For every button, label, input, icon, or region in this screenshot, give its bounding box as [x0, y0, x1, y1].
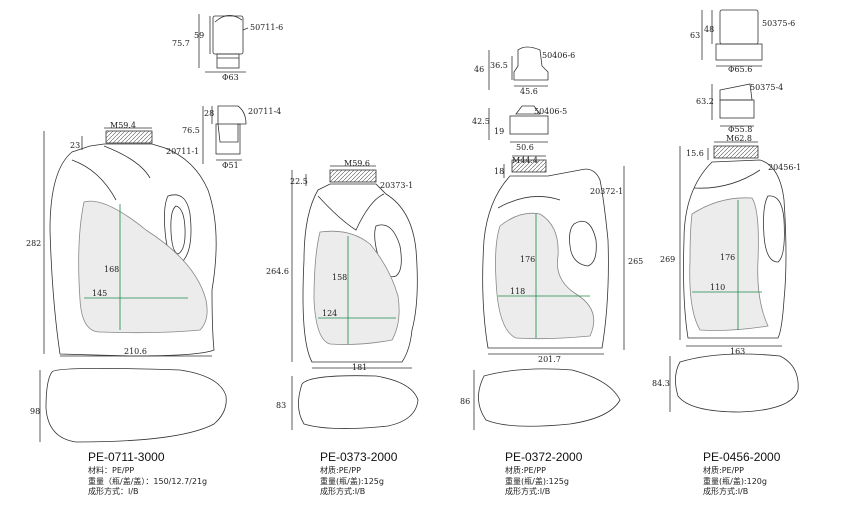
p1-cap1-h1: 75.7 — [172, 39, 190, 48]
p1-cap2-h1: 76.5 — [182, 126, 200, 135]
p1-width: 210.6 — [124, 347, 147, 356]
product-1-cap-top — [198, 14, 249, 73]
p1-cap1-dia: Φ63 — [222, 73, 239, 82]
p1-body-id: 20711-1 — [166, 147, 199, 156]
p4-body-id: 20456-1 — [768, 163, 801, 172]
product-3-top-view — [478, 368, 621, 427]
p1-neck-label: M59.4 — [110, 121, 136, 130]
p2-body-id: 20373-1 — [380, 181, 413, 190]
p4-cap1-dia: Φ65.6 — [728, 65, 752, 74]
p2-height: 264.6 — [266, 267, 289, 276]
p1-material: 材料：PE/PP — [88, 466, 135, 475]
p3-depth: 86 — [460, 397, 470, 406]
p3-cap2-h2: 19 — [494, 127, 504, 136]
p4-weight: 重量(瓶/盖):120g — [703, 476, 767, 486]
p2-width: 181 — [352, 363, 367, 372]
p1-weight: 重量（瓶/盖/盖）：150/12.7/21g — [88, 476, 208, 486]
product-1-bottle — [43, 127, 217, 357]
p3-cap1-h2: 36.5 — [490, 61, 508, 70]
p2-depth: 83 — [276, 401, 286, 410]
p2-label-h: 158 — [332, 273, 347, 282]
p4-width: 163 — [730, 347, 745, 356]
p4-cap1-code: 50375-6 — [762, 19, 795, 28]
product-2-top-view — [298, 375, 419, 429]
p3-cap1-code: 50406-6 — [542, 51, 575, 60]
p4-code: PE-0456-2000 — [703, 450, 781, 464]
p3-body-id: 20372-1 — [590, 187, 623, 196]
product-1-cap-measuring — [202, 105, 247, 164]
p3-cap1-h1: 46 — [474, 65, 484, 74]
p1-label-h: 168 — [104, 265, 119, 274]
p4-label-h: 176 — [720, 253, 735, 262]
p2-neck-label: M59.6 — [344, 159, 370, 168]
p3-cap1-dia: 45.6 — [520, 87, 538, 96]
p3-cap2-code: 50406-5 — [534, 107, 567, 116]
p3-spec: 材质:PE/PP 重量(瓶/盖):125g 成形方式:I/B — [505, 466, 569, 498]
p1-cap2-code: 20711-4 — [248, 107, 281, 116]
p3-cap2-h1: 42.5 — [472, 117, 490, 126]
p4-material: 材质:PE/PP — [703, 466, 744, 475]
p4-neck-h: 15.6 — [686, 149, 704, 158]
p4-spec: 材质:PE/PP 重量(瓶/盖):120g 成形方式:I/B — [703, 466, 767, 498]
p2-process: 成形方式:I/B — [320, 487, 366, 496]
p1-spec: 材料：PE/PP 重量（瓶/盖/盖）：150/12.7/21g 成形方式：I/B — [88, 466, 207, 498]
product-4-drawing — [669, 9, 799, 413]
p1-cap2-dia: Φ51 — [222, 161, 239, 170]
p3-label-h: 176 — [520, 255, 535, 264]
p1-height: 282 — [26, 239, 41, 248]
p1-neck-h: 23 — [70, 141, 80, 150]
p4-height: 269 — [660, 255, 675, 264]
p2-code: PE-0373-2000 — [320, 450, 398, 464]
p1-depth: 98 — [30, 407, 40, 416]
p4-cap1-h1: 63 — [690, 31, 700, 40]
p4-process: 成形方式:I/B — [703, 487, 749, 496]
p3-width: 201.7 — [538, 355, 561, 364]
product-3-drawing — [473, 46, 625, 430]
p1-cap2-h2: 28 — [204, 109, 214, 118]
p1-cap1-code: 50711-6 — [250, 23, 283, 32]
p2-label-w: 124 — [322, 309, 337, 318]
p2-neck-h: 22.5 — [290, 177, 308, 186]
p3-neck-label: M44.4 — [512, 156, 538, 165]
p3-label-w: 118 — [510, 287, 525, 296]
p2-material: 材质:PE/PP — [320, 466, 361, 475]
p2-spec: 材质:PE/PP 重量(瓶/盖):125g 成形方式:I/B — [320, 466, 384, 498]
p3-height: 265 — [628, 257, 643, 266]
p4-depth: 84.3 — [652, 379, 670, 388]
p1-cap1-h2: 59 — [194, 31, 204, 40]
p1-label-w: 145 — [92, 289, 107, 298]
product-1-drawing — [39, 14, 249, 443]
product-2-drawing — [291, 165, 419, 430]
p4-cap2-dia: Φ55.8 — [728, 125, 752, 134]
p3-cap2-dia: 50.6 — [516, 143, 534, 152]
p3-material: 材质:PE/PP — [505, 466, 546, 475]
p4-cap1-h2: 48 — [704, 25, 714, 34]
p1-process: 成形方式：I/B — [88, 487, 139, 496]
p3-neck-h: 18 — [494, 167, 504, 176]
p4-cap2-code: 50375-4 — [750, 83, 783, 92]
product-4-top-view — [675, 353, 799, 413]
p2-weight: 重量(瓶/盖):125g — [320, 476, 384, 486]
p3-code: PE-0372-2000 — [505, 450, 583, 464]
product-1-top-view — [45, 368, 227, 443]
p4-label-w: 110 — [710, 283, 725, 292]
p3-weight: 重量(瓶/盖):125g — [505, 476, 569, 486]
p4-cap2-h1: 63.2 — [696, 97, 714, 106]
p3-process: 成形方式:I/B — [505, 487, 551, 496]
p4-neck-label: M62.8 — [726, 134, 752, 143]
p1-code: PE-0711-3000 — [88, 450, 165, 464]
